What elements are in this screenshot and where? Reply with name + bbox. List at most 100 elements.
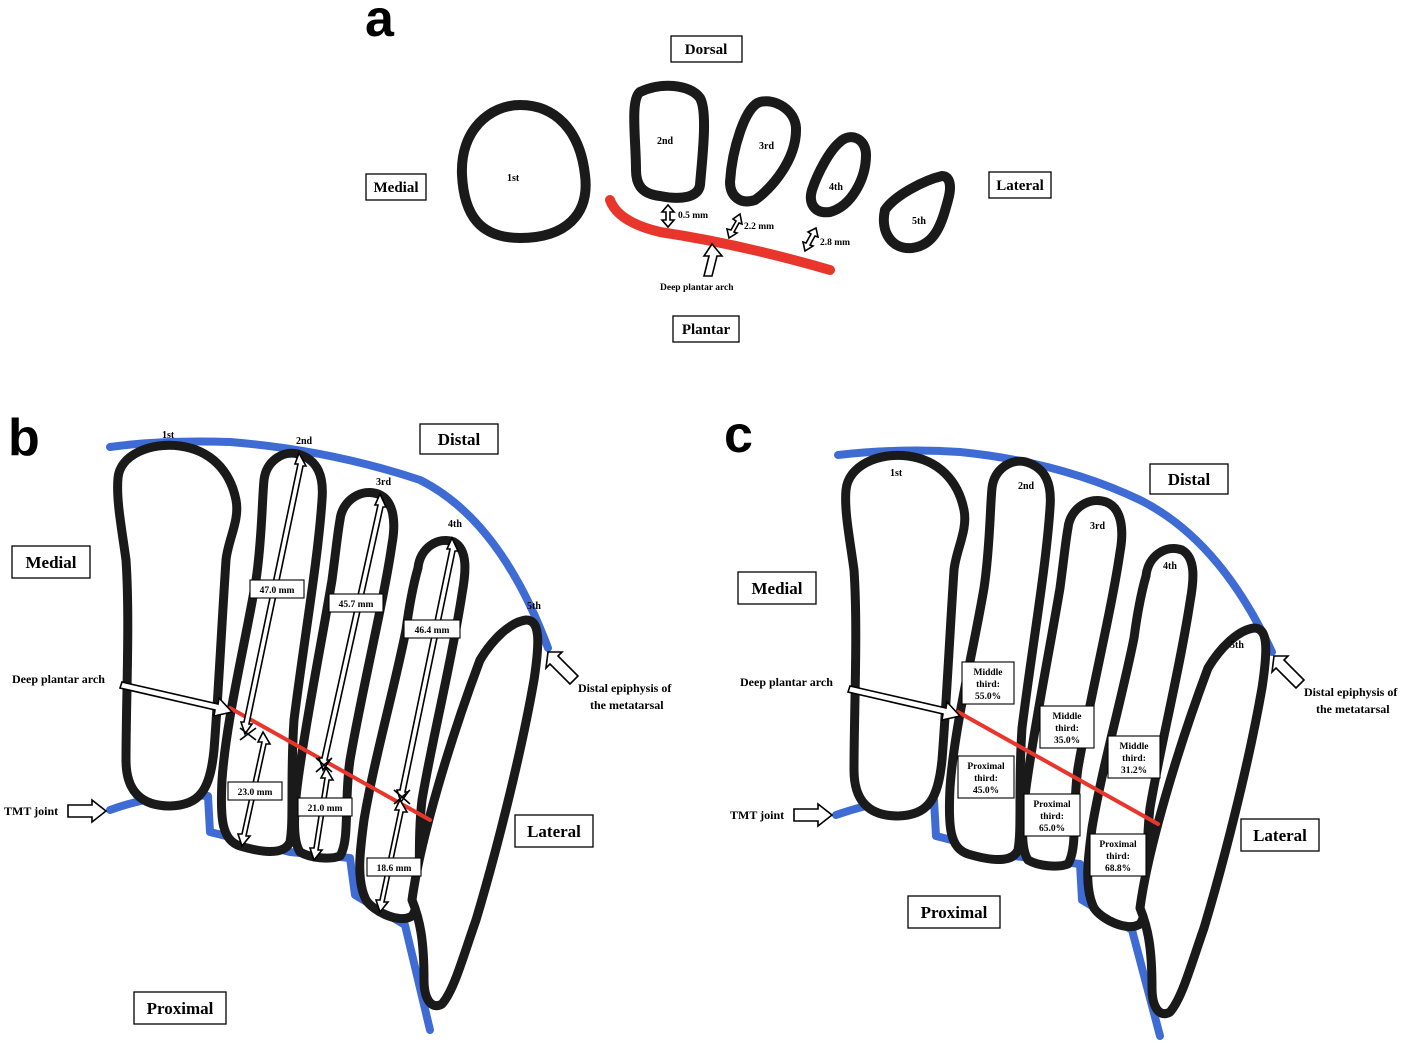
svg-text:third:: third: [1055,724,1079,734]
panel-c-proximal-third-3: Proximal third: 65.0% [1023,793,1081,837]
panel-a-letter: a [365,0,395,48]
panel-c-tmt-label: TMT joint [730,808,784,822]
panel-b-bone-label-1: 1st [162,430,175,441]
panel-b-intersection-marker-2 [239,727,257,741]
svg-text:third:: third: [1040,812,1064,822]
panel-a-medial-box [365,173,427,201]
panel-a-arch-label: Deep plantar arch [660,283,734,293]
panel-a-bone-label-5: 5th [912,216,926,227]
svg-text:third:: third: [1122,754,1146,764]
panel-c-metatarsal-3 [1018,496,1127,871]
panel-b-proximal-length-box-2 [227,781,283,801]
svg-text:55.0%: 55.0% [975,692,1001,702]
svg-text:Middle: Middle [1052,712,1081,722]
panel-b-intersection-marker-4 [393,789,411,805]
panel-c-bone-label-3: 3rd [1090,521,1105,532]
panel-c-metatarsal-1 [841,450,970,821]
panel-b-distal-length-3: 45.7 mm [339,600,374,610]
panel-b-lateral-box [514,814,594,848]
panel-a-distance-3: 2.8 mm [820,238,850,248]
panel-b-bone-label-4: 4th [448,519,462,530]
svg-text:Middle: Middle [1119,742,1148,752]
panel-a-plantar-box [672,315,740,343]
panel-b-tmt-label: TMT joint [4,804,58,818]
panel-b-length-arrow-4-proximal [374,798,409,914]
panel-b-proximal-length-box-4 [366,857,422,877]
panel-c-lateral-box [1240,818,1320,852]
panel-c-deep-plantar-arch [956,710,1160,826]
panel-b-intersection-marker-3 [315,757,333,773]
panel-c-bone-label-4: 4th [1163,561,1177,572]
panel-a-dorsal-label: Dorsal [685,42,728,58]
panel-b: b 1st 2nd 3rd 4th 5th 47.0 mm [4,409,672,1034]
panel-a-bone-label-1: 1st [507,173,520,184]
panel-c-middle-third-4: Middle third: 31.2% [1107,735,1161,779]
panel-b-lateral-label: Lateral [527,822,581,841]
svg-text:31.2%: 31.2% [1121,766,1147,776]
svg-text:65.0%: 65.0% [1039,824,1065,834]
panel-a-distance-1: 0.5 mm [678,211,708,221]
panel-c-epiphysis-pointer-arrow [1270,655,1306,690]
panel-b-tmt-pointer-arrow [67,798,108,824]
panel-c-proximal-third-4: Proximal third: 68.8% [1089,833,1147,877]
panel-b-letter: b [8,409,40,467]
panel-c-distal-curve [834,446,1276,656]
panel-b-epiphysis-label-1: Distal epiphysis of [578,681,672,695]
svg-text:45.0%: 45.0% [973,786,999,796]
panel-a-metatarsal-5 [878,170,955,254]
panel-a-metatarsal-1 [456,99,591,244]
panel-c-metatarsal-5 [1135,623,1271,1019]
panel-b-epiphysis-pointer-arrow [544,651,580,686]
panel-a-medial-label: Medial [374,180,419,196]
panel-c-proximal-label: Proximal [921,903,988,922]
panel-a-metatarsal-2 [629,80,710,203]
panel-a-metatarsal-3 [724,96,802,207]
panel-b-metatarsal-2 [216,448,327,856]
panel-b-distal-length-box-4 [403,619,461,639]
panel-b-proximal-label: Proximal [147,999,214,1018]
panel-c-medial-box [737,571,817,605]
panel-b-epiphysis-label-2: the metatarsal [590,698,664,712]
svg-text:third:: third: [976,680,1000,690]
svg-text:third:: third: [974,774,998,784]
panel-b-arch-label: Deep plantar arch [12,672,105,686]
panel-a-bone-label-3: 3rd [759,141,774,152]
panel-c: c 1st 2nd 3rd 4th 5th Middle third: 55.0… [724,406,1398,1040]
panel-a-bone-label-2: 2nd [657,136,674,147]
panel-b-metatarsal-5 [407,615,543,1011]
panel-c-bone-label-2: 2nd [1018,481,1035,492]
panel-b-medial-box [11,545,91,579]
panel-c-letter: c [724,406,753,464]
svg-text:Proximal: Proximal [1033,800,1071,810]
panel-a-deep-plantar-arch [605,195,835,275]
panel-b-distal-length-box-2 [249,579,305,599]
panel-b-proximal-length-4: 18.6 mm [377,864,412,874]
panel-c-epiphysis-label-1: Distal epiphysis of [1304,685,1398,699]
panel-b-distal-box [419,423,499,455]
panel-a-distance-arrow-1 [660,203,676,229]
panel-b-length-arrow-3-distal [317,492,388,772]
panel-b-proximal-length-2: 23.0 mm [238,788,273,798]
panel-c-distal-box [1149,463,1229,495]
panel-b-bone-label-2: 2nd [296,436,313,447]
panel-c-medial-label: Medial [752,579,803,598]
panel-c-middle-third-2: Middle third: 55.0% [961,661,1015,705]
panel-b-proximal-length-box-3 [297,797,353,817]
panel-b-medial-label: Medial [26,553,77,572]
panel-a-arch-pointer-arrow [702,242,724,277]
panel-b-bone-label-3: 3rd [376,477,391,488]
panel-b-proximal-length-3: 21.0 mm [308,804,343,814]
panel-a-lateral-label: Lateral [996,178,1043,194]
panel-b-distal-length-2: 47.0 mm [260,586,295,596]
panel-a-bone-label-4: 4th [829,182,843,193]
panel-c-lateral-label: Lateral [1253,826,1307,845]
svg-text:Proximal: Proximal [967,762,1005,772]
panel-a-lateral-box [988,171,1052,199]
svg-text:Proximal: Proximal [1099,840,1137,850]
panel-a-distance-2: 2.2 mm [744,222,774,232]
panel-c-proximal-third-2: Proximal third: 45.0% [957,755,1015,799]
panel-b-distal-label: Distal [438,430,481,449]
panel-c-distal-label: Distal [1168,470,1211,489]
panel-a-distance-arrow-3 [801,226,820,253]
